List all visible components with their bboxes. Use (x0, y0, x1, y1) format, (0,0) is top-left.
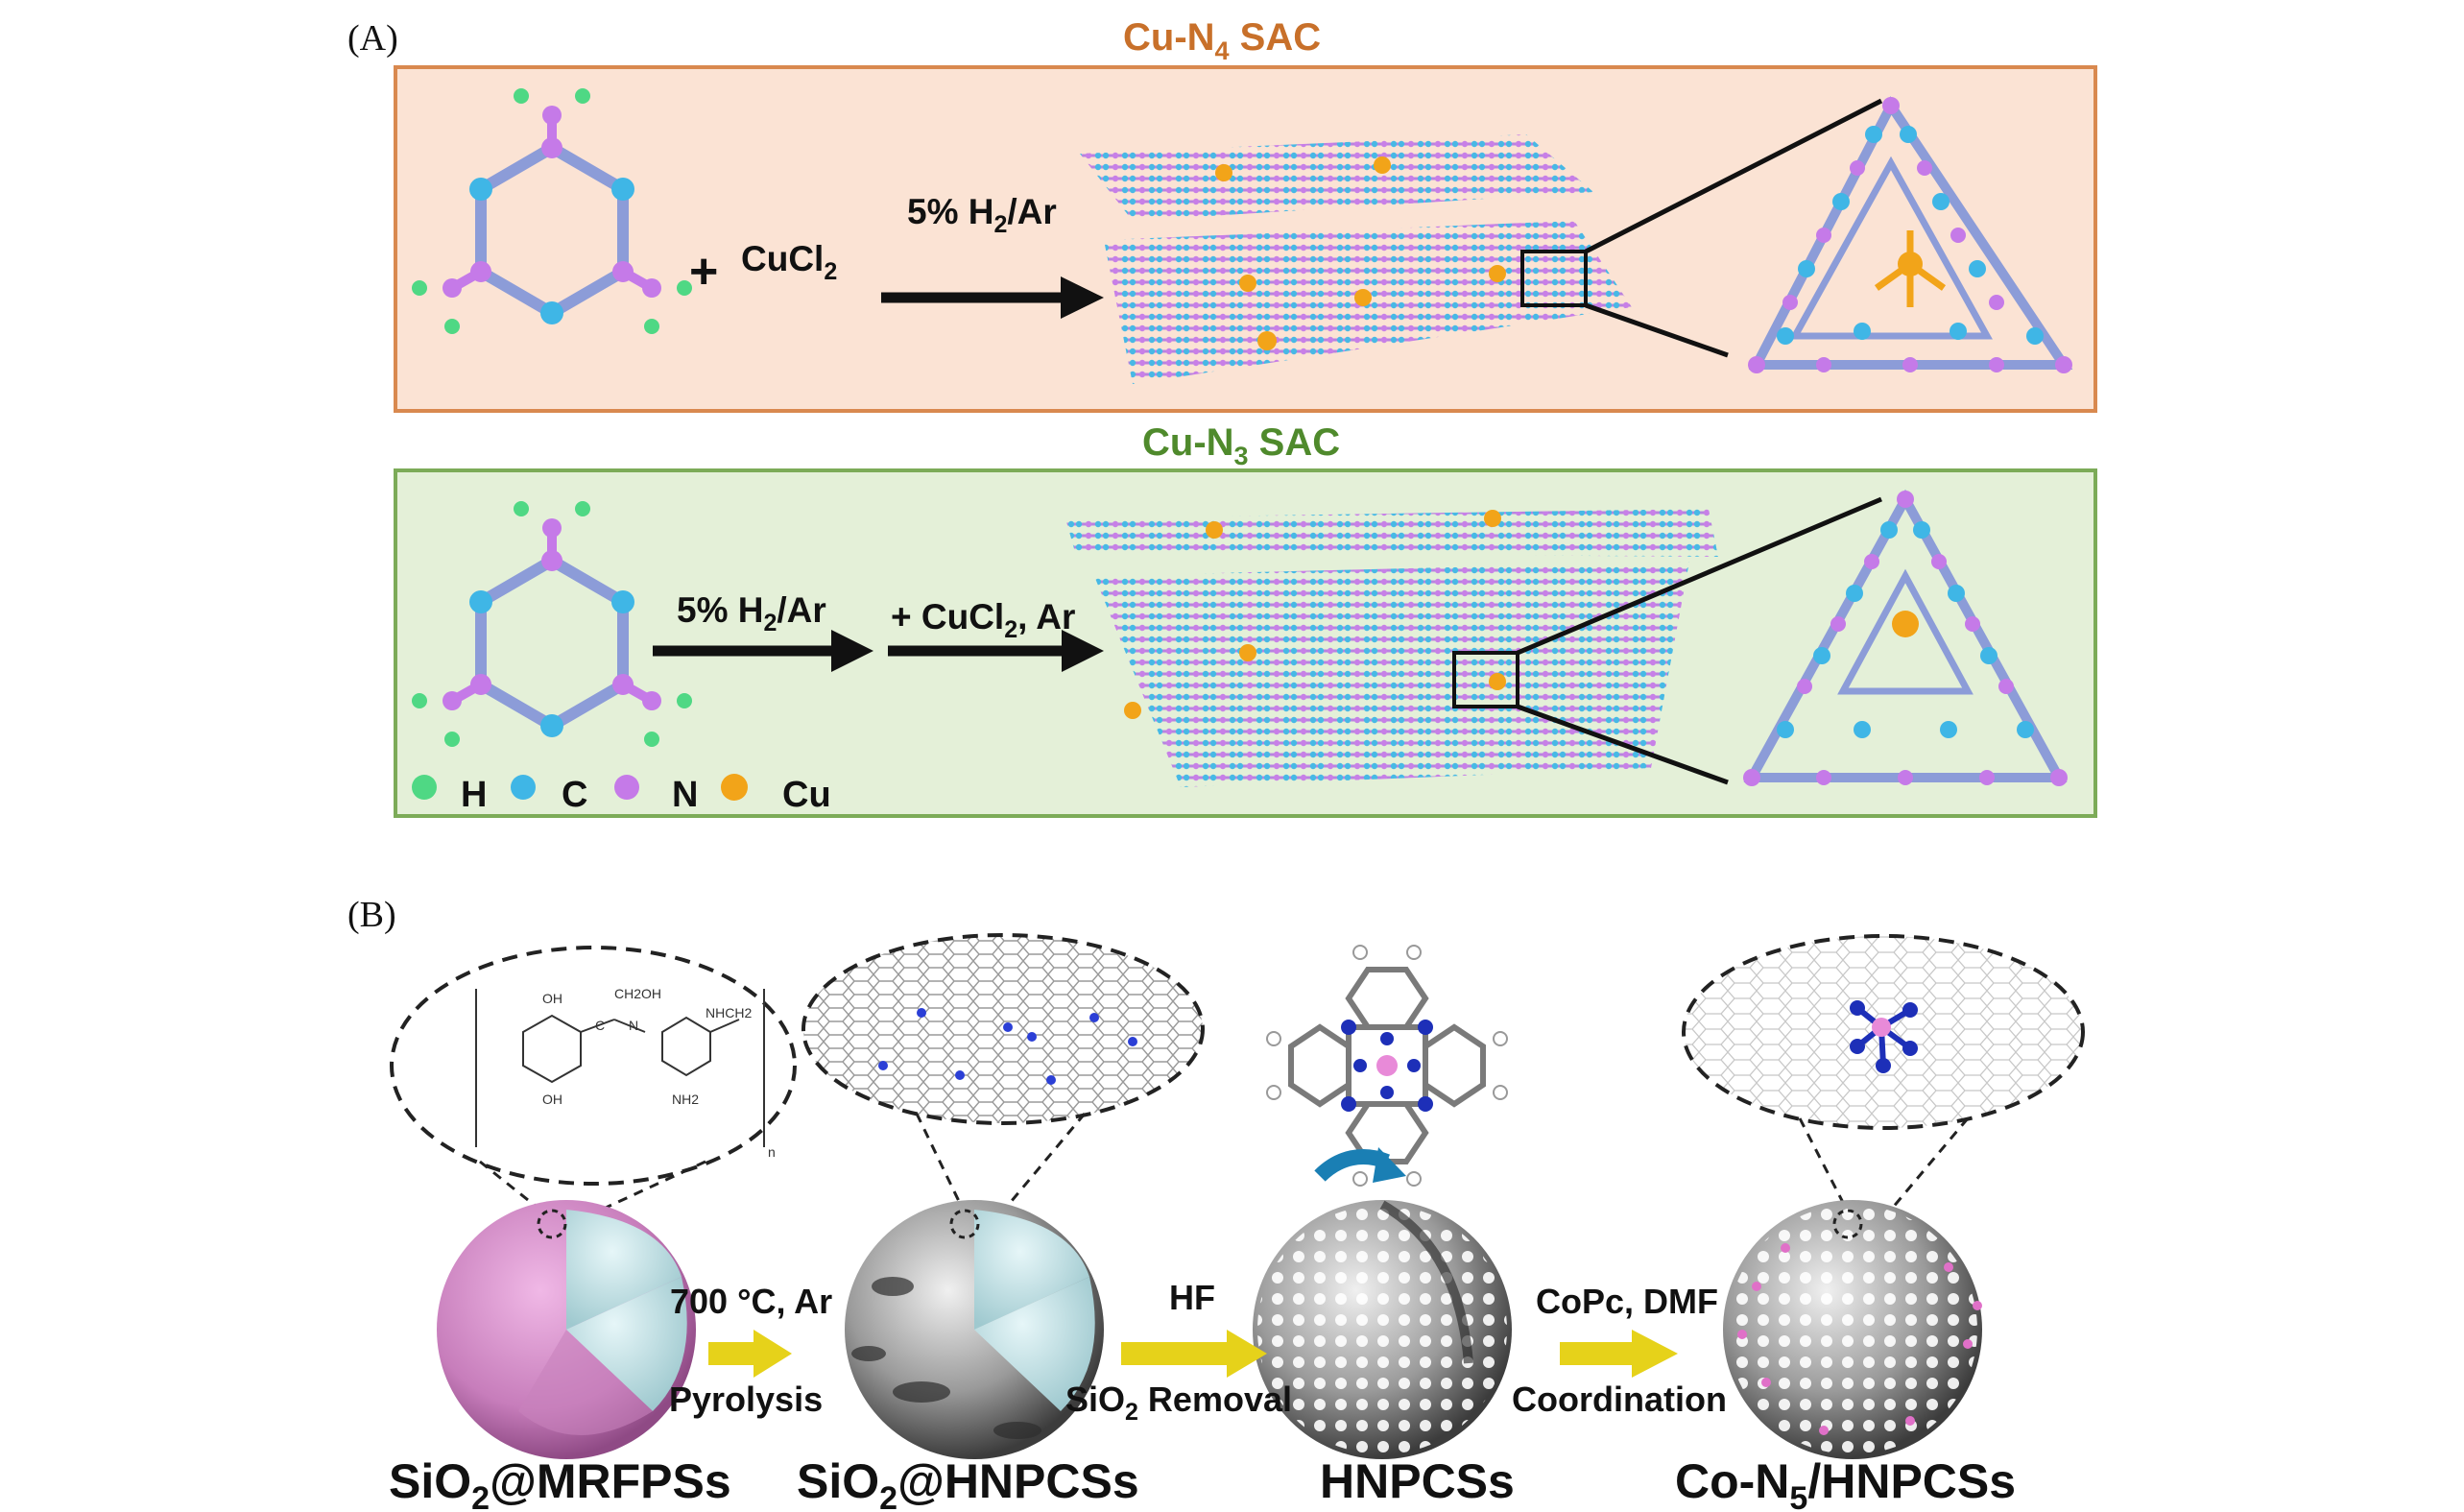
legend-n-dot (614, 775, 639, 800)
step-3-arrow (1560, 1330, 1678, 1378)
polymer-nhch2: NHCH2 (706, 1005, 752, 1020)
copc-arrow-head (1373, 1147, 1406, 1183)
step-3-top: CoPc, DMF (1536, 1282, 1718, 1321)
step-1-arrow (708, 1330, 792, 1378)
step-1-top: 700 °C, Ar (670, 1282, 832, 1321)
polymer-n-subscript: n (768, 1144, 776, 1160)
legend-h-dot (412, 775, 437, 800)
melamine-molecule-top (412, 88, 692, 334)
step-3-bottom: Coordination (1512, 1380, 1727, 1419)
panel-b-label: (B) (347, 895, 396, 935)
cu-n3-condition-1: 5% H2/Ar (677, 590, 826, 636)
polymer-oh-top: OH (542, 991, 562, 1006)
cu-n4-reaction-arrow (881, 276, 1104, 319)
cu-n4-title: Cu-N4 SAC (1123, 16, 1321, 65)
sphere-hnpcs (1253, 1200, 1512, 1459)
copc-molecule (1266, 945, 1508, 1187)
cu-n3-condition-2: + CuCl2, Ar (891, 597, 1075, 643)
polymer-c: C (595, 1018, 605, 1033)
sphere-sio2-mrfps (437, 1200, 696, 1459)
legend-h-label: H (461, 775, 487, 815)
panel-a-label: (A) (347, 18, 398, 59)
polymer-formula (475, 989, 765, 1147)
cu-n3-layered-sheets (1065, 496, 1882, 787)
zoom-box-bottom (1452, 651, 1519, 708)
polymer-oh-bottom: OH (542, 1092, 562, 1107)
stage-co-n5-hnpcss: Co-N5/HNPCSs (1675, 1454, 2016, 1512)
polymer-ch2oh: CH2OH (614, 986, 661, 1001)
cu-n4-zoom-triangle (1748, 96, 2073, 373)
cu-n3-title: Cu-N3 SAC (1142, 421, 1340, 470)
bubble-n-doped-carbon (801, 933, 1205, 1220)
melamine-molecule-bottom (412, 501, 692, 747)
step-3: CoPc, DMF Coordination (1512, 1282, 1727, 1419)
step-2: HF SiO2 Removal (1065, 1278, 1292, 1426)
legend-cu-label: Cu (782, 775, 831, 815)
stage-sio2-mrfpss: SiO2@MRFPSs (389, 1454, 731, 1512)
sphere-co-n5-hnpcs (1723, 1200, 1982, 1459)
polymer-n: N (629, 1018, 638, 1033)
cucl2-reagent: CuCl2 (741, 239, 837, 285)
polymer-nh2: NH2 (672, 1092, 699, 1107)
stage-hnpcss: HNPCSs (1320, 1454, 1515, 1508)
step-1-bottom: Pyrolysis (669, 1380, 823, 1419)
step-1: 700 °C, Ar Pyrolysis (669, 1282, 832, 1419)
step-2-arrow (1121, 1330, 1267, 1378)
zoom-box-top (1520, 250, 1588, 307)
sphere-sio2-hnpcs (845, 1200, 1104, 1459)
legend-c-dot (511, 775, 536, 800)
cu-n3-arrow-2 (888, 630, 1104, 672)
atom-legend: H C N Cu (412, 774, 831, 815)
step-2-bottom: SiO2 Removal (1065, 1380, 1292, 1426)
cu-n3-arrow-1 (653, 630, 873, 672)
step-2-top: HF (1169, 1278, 1215, 1317)
legend-cu-dot (721, 774, 748, 801)
stage-sio2-hnpcss: SiO2@HNPCSs (797, 1454, 1139, 1512)
cu-n4-layered-sheets (1080, 98, 1883, 384)
cu-n4-condition: 5% H2/Ar (907, 192, 1057, 238)
legend-n-label: N (672, 775, 698, 815)
cu-n3-zoom-triangle (1743, 489, 2068, 786)
bubble-co-n5-site (1682, 934, 2085, 1222)
bubble-polymer-structure: OH OH CH2OH NHCH2 NH2 C N n (390, 946, 797, 1221)
plus-sign: + (689, 244, 718, 300)
legend-c-label: C (562, 775, 587, 815)
